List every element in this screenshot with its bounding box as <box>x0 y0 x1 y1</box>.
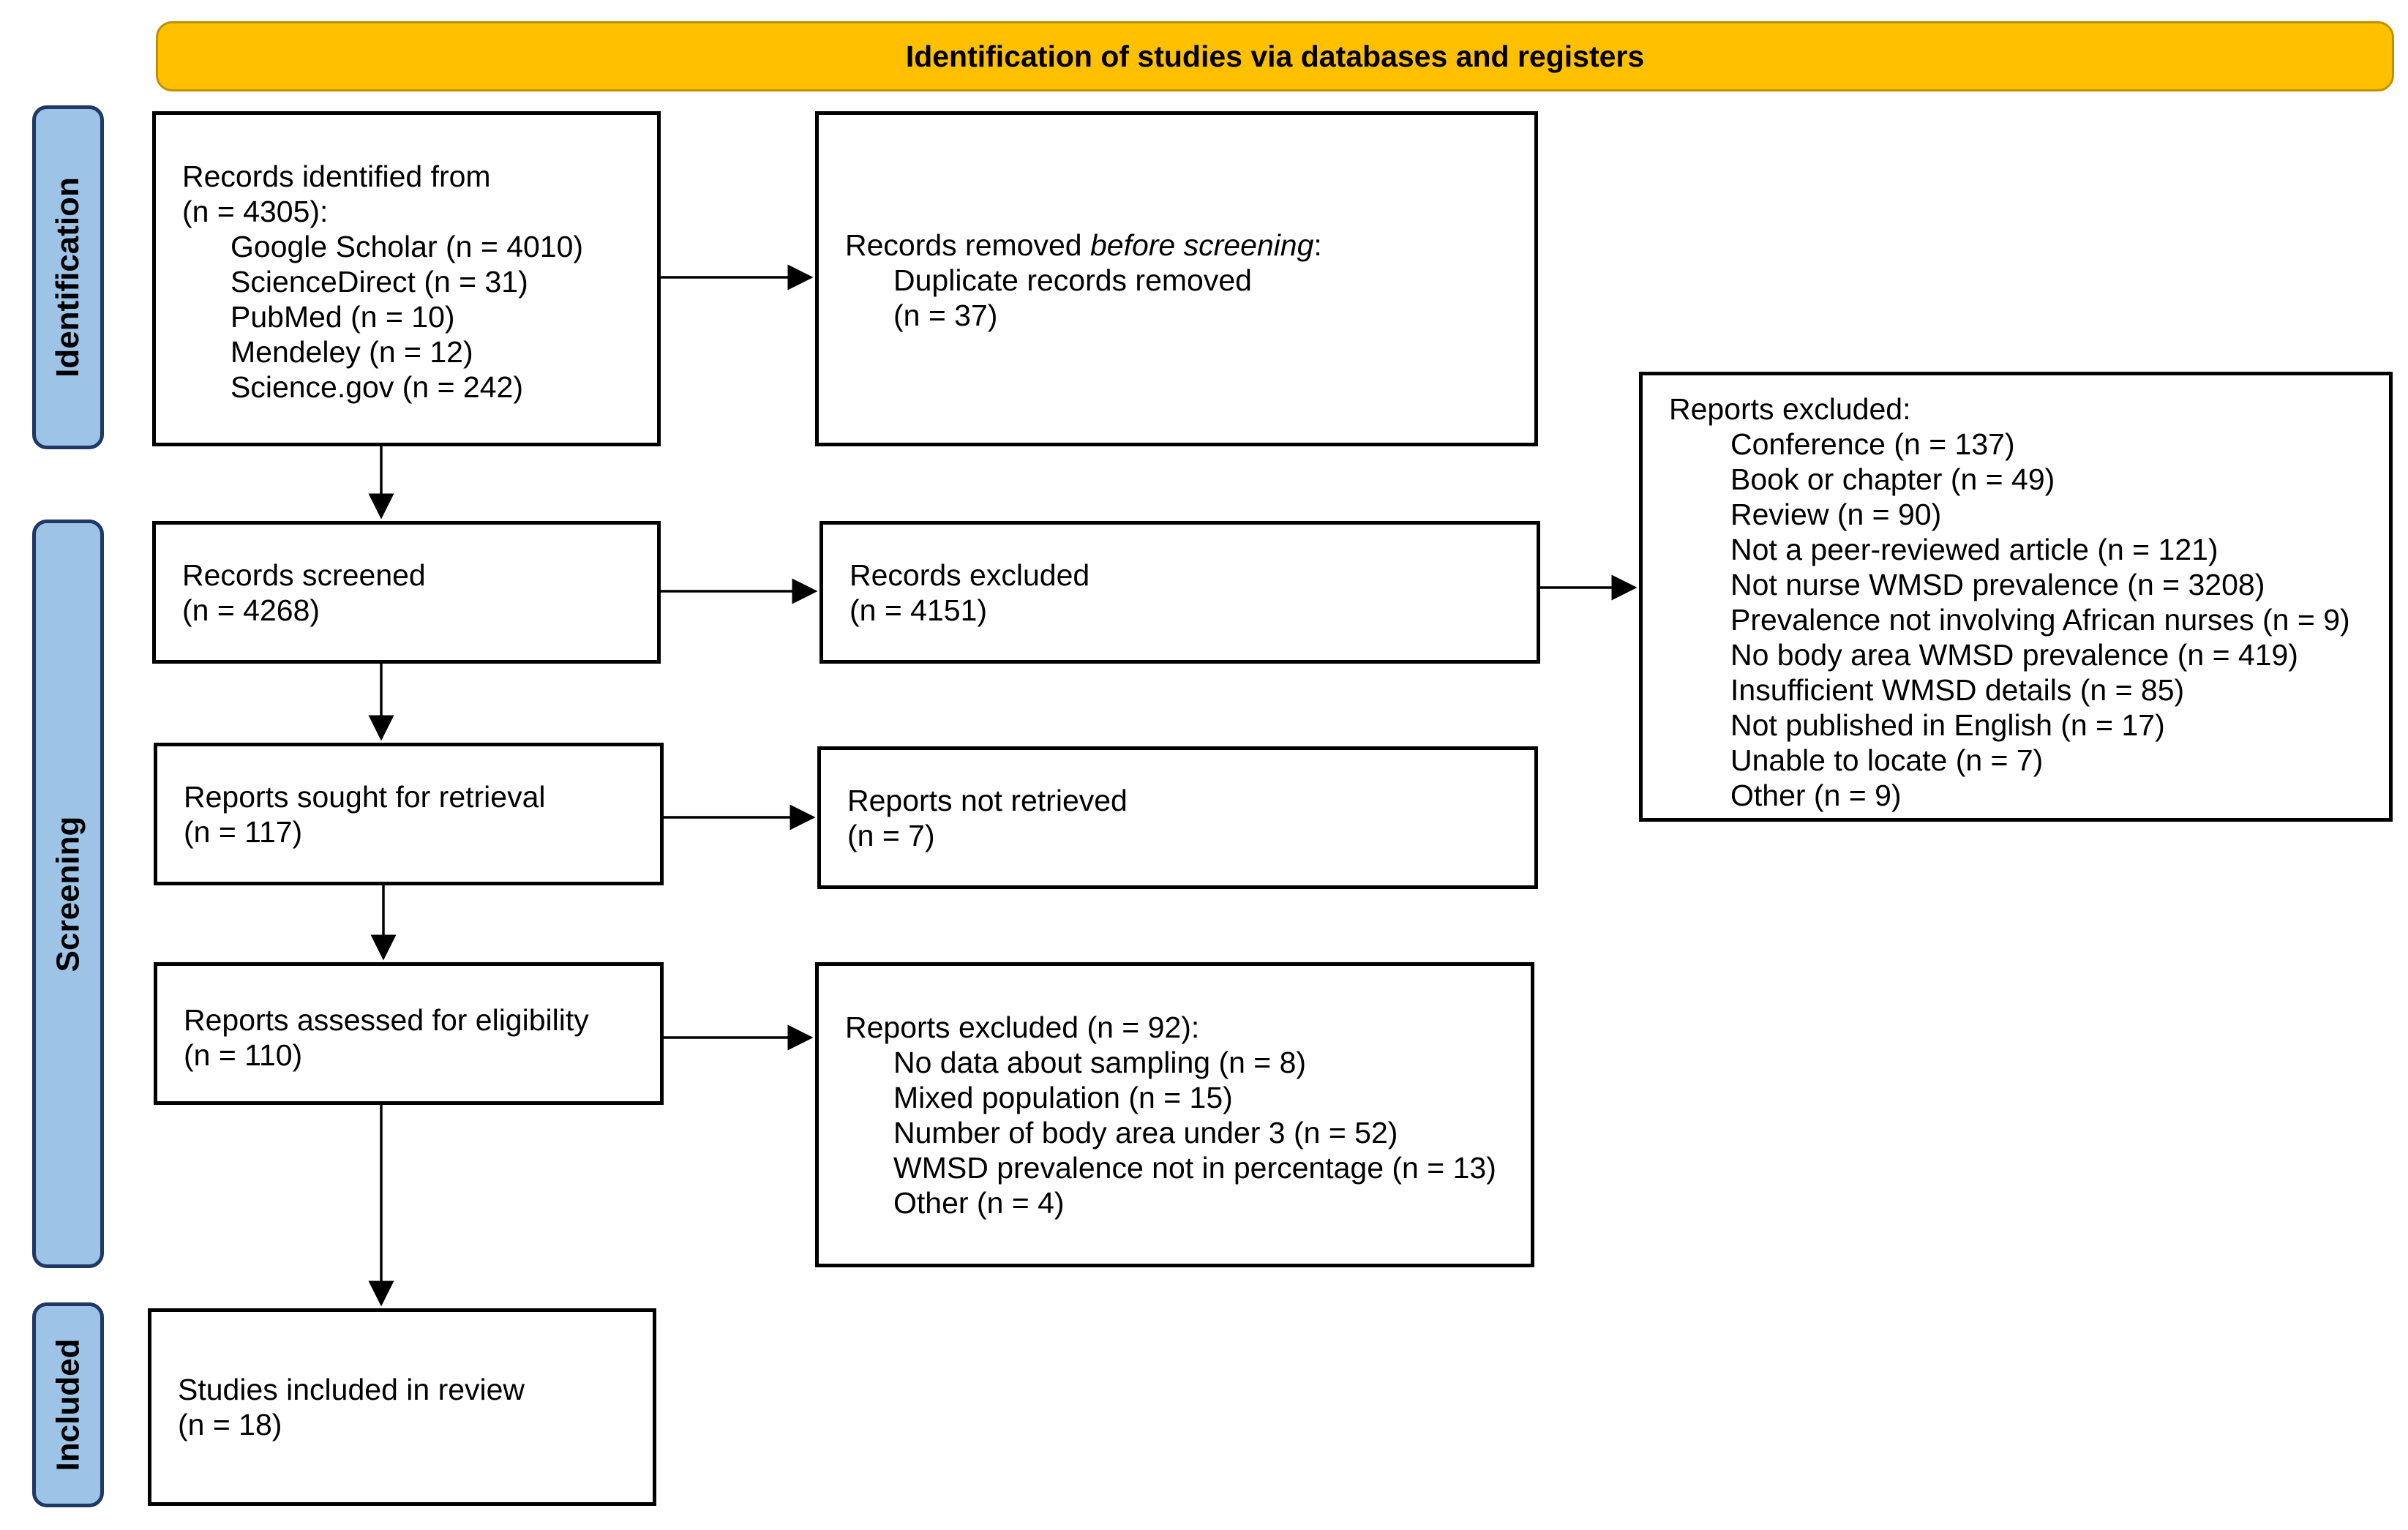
records-identified-line-2: (n = 4305): <box>182 195 329 228</box>
eligibility-exclusion-reason: WMSD prevalence not in percentage (n = 1… <box>893 1151 1496 1185</box>
exclusion-reason: Other (n = 9) <box>1730 779 1902 812</box>
exclusion-reason: Review (n = 90) <box>1730 498 1942 531</box>
exclusion-reason: Conference (n = 137) <box>1730 427 2015 461</box>
records-removed-title: Records removed before screening: <box>845 228 1322 262</box>
source-mendeley: Mendeley (n = 12) <box>230 335 473 369</box>
reports-not-retrieved-label: Reports not retrieved <box>847 783 1128 817</box>
reports-not-retrieved-count: (n = 7) <box>847 818 935 852</box>
reports-not-retrieved-box: Reports not retrieved (n = 7) <box>817 746 1538 889</box>
records-identified-line-1: Records identified from <box>182 160 491 193</box>
header-title: Identification of studies via databases … <box>905 39 1645 73</box>
records-screened-count: (n = 4268) <box>182 593 320 627</box>
eligibility-exclusion-reason: No data about sampling (n = 8) <box>893 1046 1307 1079</box>
source-sciencedirect: ScienceDirect (n = 31) <box>230 265 528 299</box>
reports-excluded-eligibility-box: Reports excluded (n = 92): No data about… <box>815 962 1534 1267</box>
reports-sought-box: Reports sought for retrieval (n = 117) <box>154 743 664 885</box>
source-pubmed: PubMed (n = 10) <box>230 300 455 334</box>
reports-excluded-screening-box: Reports excluded: Conference (n = 137) B… <box>1639 372 2393 822</box>
exclusion-reason: Not nurse WMSD prevalence (n = 3208) <box>1730 568 2265 601</box>
studies-included-box: Studies included in review (n = 18) <box>148 1308 656 1506</box>
reports-assessed-box: Reports assessed for eligibility (n = 11… <box>154 962 664 1105</box>
identification-header: Identification of studies via databases … <box>156 21 2394 91</box>
eligibility-exclusion-reason: Mixed population (n = 15) <box>893 1081 1233 1114</box>
records-screened-box: Records screened (n = 4268) <box>152 521 661 664</box>
exclusion-reason: Not a peer-reviewed article (n = 121) <box>1730 533 2218 566</box>
records-removed-item-1: Duplicate records removed <box>893 263 1252 297</box>
reports-sought-label: Reports sought for retrieval <box>184 779 546 814</box>
source-google-scholar: Google Scholar (n = 4010) <box>230 230 584 263</box>
exclusion-reason: Not published in English (n = 17) <box>1730 708 2165 742</box>
studies-included-count: (n = 18) <box>178 1408 282 1441</box>
records-removed-item-2: (n = 37) <box>893 299 998 332</box>
stage-screening: Screening <box>32 520 104 1268</box>
stage-included: Included <box>32 1302 104 1507</box>
reports-sought-count: (n = 117) <box>184 814 303 849</box>
exclusion-reason: Book or chapter (n = 49) <box>1730 462 2055 496</box>
eligibility-exclusion-reason: Other (n = 4) <box>893 1186 1065 1220</box>
stage-identification: Identification <box>32 105 104 449</box>
reports-assessed-label: Reports assessed for eligibility <box>184 1003 589 1037</box>
records-removed-box: Records removed before screening: Duplic… <box>815 111 1538 446</box>
exclusion-reason: No body area WMSD prevalence (n = 419) <box>1730 638 2298 672</box>
reports-assessed-count: (n = 110) <box>184 1038 303 1072</box>
studies-included-label: Studies included in review <box>178 1373 525 1406</box>
eligibility-excluded-title: Reports excluded (n = 92): <box>845 1010 1200 1044</box>
reports-excluded-title: Reports excluded: <box>1669 392 1911 426</box>
records-excluded-count: (n = 4151) <box>849 593 988 627</box>
source-science-gov: Science.gov (n = 242) <box>230 370 523 404</box>
records-identified-box: Records identified from (n = 4305): Goog… <box>152 111 661 446</box>
eligibility-exclusion-reason: Number of body area under 3 (n = 52) <box>893 1116 1398 1150</box>
exclusion-reason: Unable to locate (n = 7) <box>1730 743 2044 777</box>
records-excluded-label: Records excluded <box>849 558 1090 592</box>
records-screened-label: Records screened <box>182 558 426 592</box>
exclusion-reason: Prevalence not involving African nurses … <box>1730 603 2350 637</box>
exclusion-reason: Insufficient WMSD details (n = 85) <box>1730 673 2185 707</box>
records-excluded-box: Records excluded (n = 4151) <box>819 521 1540 664</box>
